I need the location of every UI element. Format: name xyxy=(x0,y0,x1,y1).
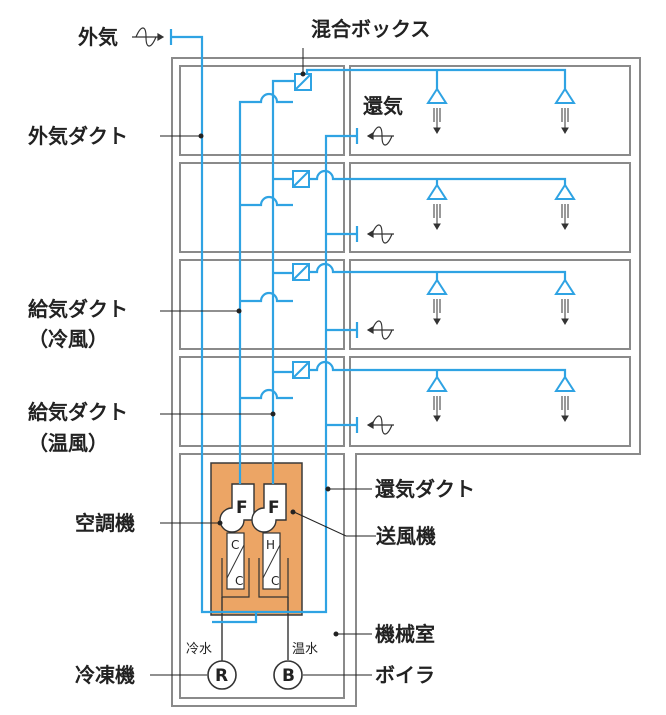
label-return-air: 還気 xyxy=(363,94,403,118)
label-cold-water: 冷水 xyxy=(186,642,212,657)
outside-air-duct xyxy=(171,35,256,614)
ducts xyxy=(169,29,567,624)
chiller-letter: R xyxy=(215,666,228,686)
water-pipes xyxy=(221,597,289,660)
air-wave-symbols xyxy=(132,27,394,435)
fan-2-icon xyxy=(251,483,287,533)
label-return-duct: 還気ダクト xyxy=(375,477,475,501)
label-supply-duct-warm-2: （温風） xyxy=(28,431,108,455)
diffuser-icon xyxy=(426,278,448,295)
coil-hot-top-label: H xyxy=(266,538,275,552)
label-outside-air: 外気 xyxy=(78,25,118,49)
label-boiler: ボイラ xyxy=(375,663,435,687)
diffusers xyxy=(426,87,576,392)
diffuser-icon xyxy=(426,183,448,200)
coil-cool-bottom-label: C xyxy=(235,574,243,588)
plant-equipment: R B xyxy=(207,660,303,690)
ahu-casing xyxy=(210,462,303,616)
building-wall xyxy=(171,57,641,707)
room-left-1 xyxy=(179,65,345,156)
diffuser-icon xyxy=(426,87,448,104)
label-supply-duct-warm-1: 給気ダクト xyxy=(28,400,128,424)
label-fan: 送風機 xyxy=(376,524,436,548)
label-ahu: 空調機 xyxy=(75,511,135,535)
mixing-box-3 xyxy=(292,263,310,281)
air-handling-unit: C C H C F F xyxy=(210,462,303,616)
mixing-box-2 xyxy=(292,170,310,188)
label-machine-room: 機械室 xyxy=(375,622,435,646)
return-air-duct xyxy=(212,134,357,624)
room-right-4 xyxy=(349,356,631,447)
diffuser-icon xyxy=(554,183,576,200)
room-left-4 xyxy=(179,356,345,447)
fan-1-letter: F xyxy=(236,498,248,518)
coil-hot-bottom-label: C xyxy=(271,574,279,588)
room-right-3 xyxy=(349,259,631,350)
room-left-2 xyxy=(179,162,345,253)
machine-room xyxy=(179,453,345,699)
label-mixing-box: 混合ボックス xyxy=(311,17,430,41)
boiler-icon xyxy=(273,660,303,690)
boiler-letter: B xyxy=(282,666,295,686)
diffuser-icon xyxy=(426,375,448,392)
label-supply-duct-cool-1: 給気ダクト xyxy=(28,297,128,321)
label-hot-water: 温水 xyxy=(292,642,318,657)
airflow-arrows xyxy=(433,108,569,422)
diffuser-icon xyxy=(554,278,576,295)
label-outside-air-duct: 外気ダクト xyxy=(28,124,128,148)
fan-2-letter: F xyxy=(268,498,280,518)
label-chiller: 冷凍機 xyxy=(75,663,135,687)
leader-lines xyxy=(150,48,376,676)
mixing-boxes xyxy=(292,73,312,379)
labels: 外気 混合ボックス 還気 外気ダクト 給気ダクト （冷風） 給気ダクト （温風）… xyxy=(28,17,475,687)
fan-1-icon xyxy=(219,483,255,533)
coil-cool-top-label: C xyxy=(231,538,239,552)
room-right-1 xyxy=(349,65,631,156)
room-left-3 xyxy=(179,259,345,350)
building-outline xyxy=(171,57,641,707)
label-supply-duct-cool-2: （冷風） xyxy=(28,327,108,351)
diffuser-icon xyxy=(554,375,576,392)
room-right-2 xyxy=(349,162,631,253)
mixing-box-4 xyxy=(292,361,310,379)
supply-duct-warm xyxy=(271,79,299,484)
diffuser-icon xyxy=(554,87,576,104)
supply-duct-cool xyxy=(238,92,293,484)
